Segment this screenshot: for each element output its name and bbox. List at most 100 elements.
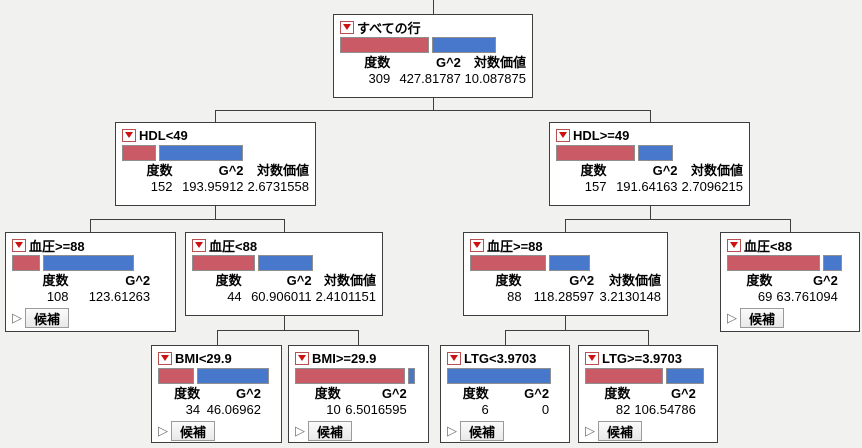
g2-value: 427.81787 [399,71,461,86]
disclosure-triangle-icon[interactable]: ▷ [295,423,305,438]
count-value: 34 [185,402,201,417]
g2-header: G^2 [218,163,244,178]
red-triangle-icon [298,355,306,361]
node-menu-icon[interactable] [192,238,206,252]
connector [90,219,285,220]
disclosure-triangle-icon[interactable]: ▷ [158,423,168,438]
disclosure-triangle-icon[interactable]: ▷ [585,423,595,438]
node-menu-icon[interactable] [12,238,26,252]
g2-value: 60.906011 [251,289,312,304]
proportion-bar [727,255,853,271]
node-title: LTG<3.9703 [464,350,537,366]
column-headers: 度数 G^2 [158,386,275,402]
column-values: 44 60.906011 2.4101151 [192,289,376,305]
candidates-button[interactable]: 候補 [740,308,785,328]
node-menu-icon[interactable] [727,238,741,252]
g2-header: G^2 [812,273,838,288]
count-header: 度数 [495,273,522,288]
red-triangle-icon [195,242,203,248]
node-menu-icon[interactable] [158,351,172,365]
column-values: 108 123.61263 [12,289,169,305]
red-bar-segment [556,145,635,161]
blue-bar-segment [197,368,269,384]
column-values: 6 0 [447,402,563,418]
connector [215,110,216,122]
column-values: 34 46.06962 [158,402,275,418]
logworth-value: 2.6731558 [247,179,309,194]
candidates-button[interactable]: 候補 [460,421,505,441]
connector [650,110,651,122]
connector [565,315,566,330]
candidates-button[interactable]: 候補 [25,308,70,328]
red-triangle-icon [473,242,481,248]
column-values: 309 427.81787 10.087875 [340,71,526,87]
g2-value: 193.95912 [182,179,244,194]
proportion-bar [340,37,526,53]
column-headers: 度数 G^2 [12,273,169,289]
g2-header: G^2 [125,273,151,288]
g2-value: 6.5016595 [345,402,407,417]
connector [565,219,791,220]
count-header: 度数 [580,163,607,178]
count-value: 82 [615,402,631,417]
tree-node-ltg-ge-3-9703: LTG>=3.9703 度数 G^2 82 106.54786 ▷ 候補 [578,345,718,443]
blue-bar-segment [447,368,552,384]
g2-value: 118.28597 [533,289,595,304]
node-menu-icon[interactable] [295,351,309,365]
red-bar-segment [585,368,664,384]
disclosure-triangle-icon[interactable]: ▷ [727,310,737,325]
g2-header: G^2 [381,386,407,401]
logworth-value: 2.7096215 [681,179,743,194]
count-header: 度数 [215,273,242,288]
red-bar-segment [727,255,821,271]
count-value: 6 [481,402,489,417]
node-menu-icon[interactable] [340,20,354,34]
logworth-header: 対数価値 [256,163,309,178]
red-bar-segment [192,255,255,271]
node-title: すべての行 [357,20,421,36]
node-title: 血圧>=88 [29,238,85,254]
tree-node-ltg-lt-3-9703: LTG<3.9703 度数 G^2 6 0 ▷ 候補 [440,345,570,443]
candidates-button[interactable]: 候補 [171,421,216,441]
connector [505,330,649,331]
column-headers: 度数 G^2 対数価値 [192,273,376,289]
node-title: HDL>=49 [573,127,630,143]
g2-header: G^2 [569,273,595,288]
g2-header: G^2 [652,163,678,178]
red-triangle-icon [343,24,351,30]
disclosure-triangle-icon[interactable]: ▷ [12,310,22,325]
count-header: 度数 [314,386,341,401]
column-values: 157 191.64163 2.7096215 [556,179,743,195]
disclosure-triangle-icon[interactable]: ▷ [447,423,457,438]
tree-node-hdl-ge-49: HDL>=49 度数 G^2 対数価値 157 191.64163 2.7096… [549,122,750,206]
g2-header: G^2 [435,55,461,70]
red-bar-segment [470,255,547,271]
g2-value: 46.06962 [206,402,261,417]
node-menu-icon[interactable] [122,128,136,142]
logworth-header: 対数価値 [608,273,661,288]
node-menu-icon[interactable] [556,128,570,142]
tree-node-bp-ge-88-right: 血圧>=88 度数 G^2 対数価値 88 118.28597 3.213014… [463,232,668,316]
logworth-value: 3.2130148 [599,289,661,304]
candidates-button[interactable]: 候補 [598,421,643,441]
count-value: 69 [757,289,773,304]
column-headers: 度数 G^2 [727,273,853,289]
connector [215,110,651,111]
blue-bar-segment [666,368,704,384]
red-triangle-icon [15,242,23,248]
red-triangle-icon [125,132,133,138]
node-title: 血圧>=88 [487,238,543,254]
connector [790,219,791,232]
connector [215,205,216,219]
connector [505,330,506,345]
candidates-button[interactable]: 候補 [308,421,353,441]
tree-node-bp-lt-88-right: 血圧<88 度数 G^2 69 63.761094 ▷ 候補 [720,232,860,332]
blue-bar-segment [549,255,590,271]
node-menu-icon[interactable] [470,238,484,252]
connector [284,219,285,232]
blue-bar-segment [432,37,496,53]
node-menu-icon[interactable] [585,351,599,365]
count-header: 度数 [146,163,173,178]
column-headers: 度数 G^2 [295,386,422,402]
node-menu-icon[interactable] [447,351,461,365]
